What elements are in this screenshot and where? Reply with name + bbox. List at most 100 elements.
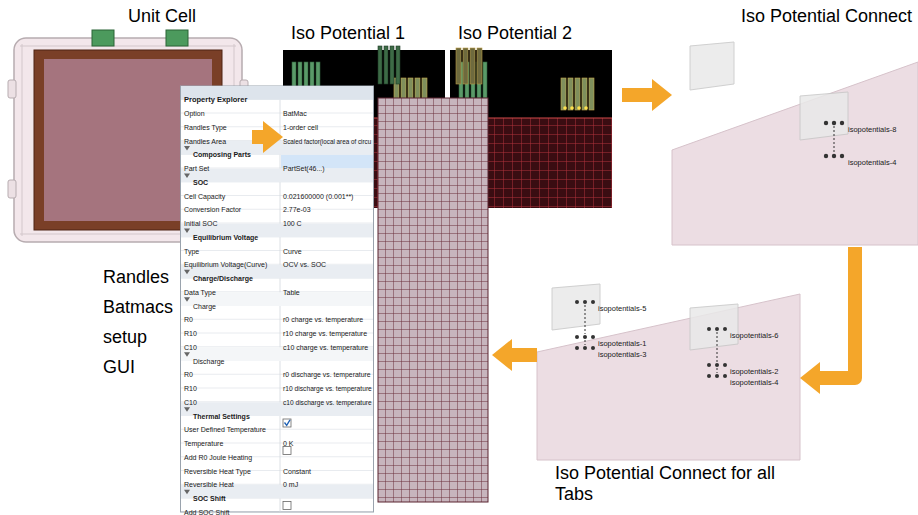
property-value: 1-order cell <box>283 124 318 132</box>
property-name: Add SOC Shift <box>184 509 230 515</box>
section-header: Thermal Settings <box>193 413 250 421</box>
label-anchor: C10 <box>184 391 197 409</box>
iso-potential-2-figure <box>584 106 588 110</box>
property-name: Part Set <box>184 165 209 173</box>
iso-potential-2-figure <box>582 78 587 110</box>
property-value: r10 charge vs. temperature <box>283 330 367 338</box>
label-anchor: Equilibrium Voltage <box>193 226 258 244</box>
flow-arrow <box>622 88 652 102</box>
label-anchor: Scaled factor(local area of circu <box>283 130 371 148</box>
property-value: Curve <box>283 248 302 256</box>
property-value: 0 K <box>283 440 294 448</box>
label-anchor: 0.021600000 (0.001**) <box>283 185 353 203</box>
property-panel <box>184 229 190 234</box>
property-name: R10 <box>184 330 197 338</box>
iso-connect-all-figure <box>707 374 711 378</box>
property-panel <box>181 292 373 361</box>
property-name: Cell Capacity <box>184 193 225 201</box>
property-name: Temperature <box>184 440 223 448</box>
callout-label: isopotentials-3 <box>598 351 646 360</box>
label-anchor: isopotentials-3 <box>598 343 646 361</box>
property-value: r0 charge vs. temperature <box>283 316 363 324</box>
iso-connect-figure <box>832 121 836 125</box>
subsection-header: Discharge <box>193 358 225 366</box>
label-anchor: Data Type <box>184 281 216 299</box>
property-name: Add R0 Joule Heating <box>184 454 252 462</box>
panel-heading: Iso Potential 2 <box>458 23 616 44</box>
iso-connect-all-figure <box>575 346 579 350</box>
property-value: r10 discharge vs. temperature <box>283 385 372 393</box>
meshed-cell-figure <box>463 48 468 84</box>
label-anchor: Property Explorer <box>184 88 247 106</box>
property-value: BatMac <box>283 110 307 118</box>
meshed-cell-figure <box>477 48 482 84</box>
property-panel <box>184 174 190 179</box>
meshed-cell-figure <box>390 46 394 84</box>
property-value: r0 discharge vs. temperature <box>283 371 371 379</box>
panel-heading: Randles Batmacs setup GUI <box>103 262 177 382</box>
property-value: Scaled factor(local area of circu <box>283 138 371 145</box>
label-anchor: R10 <box>184 377 197 395</box>
iso-connect-all-figure <box>591 300 595 304</box>
iso-connect-figure <box>824 121 828 125</box>
property-name: Conversion Factor <box>184 206 241 214</box>
property-name: Initial SOC <box>184 220 217 228</box>
iso-connect-all-figure <box>690 304 738 350</box>
label-anchor: r10 discharge vs. temperature <box>283 377 372 395</box>
image-panel: Iso Potential Connect for all Tabs <box>537 280 800 512</box>
label-anchor: R0 <box>184 308 193 326</box>
iso-connect-all-figure <box>715 374 719 378</box>
iso-potential-2-figure <box>561 78 566 110</box>
label-anchor: Thermal Settings <box>193 405 250 423</box>
meshed-cell-figure <box>378 46 400 84</box>
iso-potential-2-figure <box>575 78 580 110</box>
section-header: Composing Parts <box>193 151 251 159</box>
property-name: Equilibrium Voltage(Curve) <box>184 261 267 269</box>
panel-heading: Iso Potential Connect <box>678 6 912 27</box>
iso-connect-figure <box>832 154 836 158</box>
unit-cell-figure <box>8 80 16 98</box>
label-anchor: Part Set <box>184 157 209 175</box>
property-panel <box>283 502 291 510</box>
meshed-cell-figure <box>378 98 488 502</box>
label-anchor: isopotentials-1 <box>598 332 646 350</box>
label-anchor: Table <box>283 281 300 299</box>
section-header: SOC <box>193 179 208 187</box>
property-panel <box>283 447 291 455</box>
property-panel <box>285 420 291 426</box>
property-panel <box>184 297 190 302</box>
label-anchor: isopotentials-8 <box>848 118 896 136</box>
panel-heading: Unit Cell <box>128 6 252 27</box>
label-anchor: Equilibrium Voltage(Curve) <box>184 253 267 271</box>
image-panel: Iso Potential 1 <box>283 20 449 208</box>
iso-connect-all-figure <box>723 363 727 367</box>
flow-arrow <box>252 130 263 144</box>
property-panel <box>283 419 291 510</box>
flow-arrow <box>512 348 537 362</box>
property-value: c10 charge vs. temperature <box>283 344 368 352</box>
label-anchor: Temperature <box>184 432 223 450</box>
callout-label: isopotentials-4 <box>730 379 778 388</box>
callout-label: isopotentials-1 <box>598 340 646 349</box>
property-name: C10 <box>184 399 197 407</box>
iso-connect-all-figure <box>591 346 595 350</box>
property-name: User Defined Temperature <box>184 426 266 434</box>
label-anchor: Constant <box>283 460 311 478</box>
iso-connect-figure <box>834 126 835 154</box>
property-value: Constant <box>283 468 311 476</box>
label-anchor: 2.77e-03 <box>283 198 311 216</box>
section-header: SOC Shift <box>193 495 226 503</box>
callout-label: isopotentials-6 <box>730 332 778 341</box>
iso-potential-2-figure <box>568 78 573 110</box>
iso-connect-figure <box>672 42 918 245</box>
iso-connect-all-figure <box>575 300 579 304</box>
meshed-cell-figure <box>456 48 461 84</box>
label-anchor: r0 charge vs. temperature <box>283 308 363 326</box>
property-value: OCV vs. SOC <box>283 261 326 269</box>
iso-connect-figure <box>800 92 848 140</box>
property-panel <box>283 419 291 427</box>
property-panel <box>181 169 373 183</box>
callout-label: isopotentials-8 <box>848 126 896 135</box>
iso-potential-2-figure <box>589 78 594 110</box>
